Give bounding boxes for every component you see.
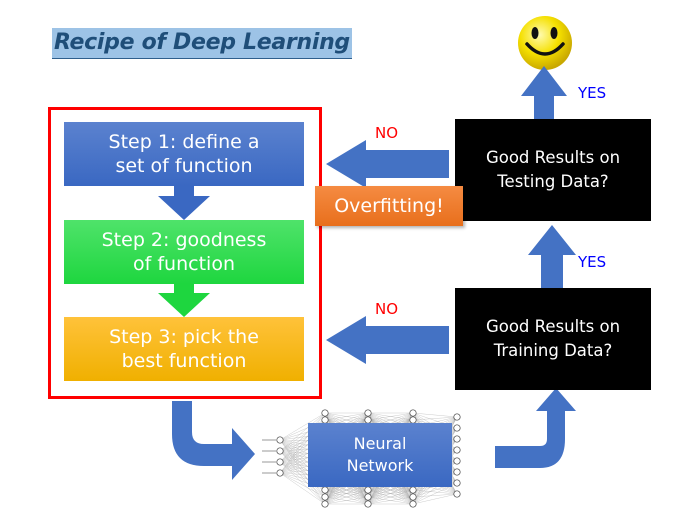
nn-node: [409, 500, 417, 508]
arrow-step1-to-step2: [158, 186, 210, 220]
no-label-testing: NO: [375, 124, 399, 142]
step-1-line1: Step 1: define a: [108, 131, 260, 153]
nn-node: [453, 457, 461, 465]
arrow-bent-to-network: [172, 401, 255, 480]
step-2-line1: Step 2: goodness: [101, 229, 267, 251]
nn-node: [364, 493, 372, 501]
nn-node: [276, 436, 284, 444]
nn-node: [409, 486, 417, 494]
nn-connection: [412, 416, 458, 421]
testing-data-decision: Good Results on Testing Data?: [455, 119, 651, 221]
nn-node: [321, 486, 329, 494]
nn-connection: [324, 489, 369, 505]
nn-connection: [412, 493, 458, 505]
step-2-box: Step 2: goodness of function: [64, 220, 304, 284]
step-3-line1: Step 3: pick the: [109, 326, 259, 348]
nn-node: [276, 447, 284, 455]
nn-node: [409, 493, 417, 501]
arrow-up-to-success: [521, 66, 567, 119]
nn-node: [453, 424, 461, 432]
nn-connection: [279, 450, 326, 498]
nn-connection: [279, 412, 326, 452]
nn-node: [321, 493, 329, 501]
training-line1: Good Results on: [485, 317, 621, 336]
neural-network-box: Neural Network: [308, 423, 452, 487]
neural-network-line2: Network: [346, 456, 414, 475]
steps-frame: [48, 107, 322, 399]
nn-node: [364, 486, 372, 494]
nn-node: [453, 413, 461, 421]
nn-connection: [279, 439, 326, 498]
training-data-decision: Good Results on Training Data?: [455, 288, 651, 390]
testing-line2: Testing Data?: [497, 172, 609, 191]
nn-node: [409, 409, 417, 417]
nn-connection: [279, 461, 326, 498]
step-1-box: Step 1: define a set of function: [64, 122, 304, 186]
nn-connection: [367, 412, 414, 421]
nn-node: [276, 469, 284, 477]
yes-label-testing: YES: [578, 84, 607, 102]
step-1-line2: set of function: [115, 155, 253, 177]
nn-connection: [412, 412, 458, 418]
nn-node: [321, 500, 329, 508]
nn-node: [453, 490, 461, 498]
page-title: Recipe of Deep Learning: [52, 28, 352, 59]
nn-connection: [279, 412, 326, 463]
overfitting-label: Overfitting!: [315, 186, 463, 226]
nn-connection: [279, 472, 326, 498]
nn-node: [276, 458, 284, 466]
step-2-line2: of function: [133, 253, 235, 275]
arrow-bent-to-training: [495, 388, 576, 468]
arrow-step2-to-step3: [158, 284, 210, 317]
nn-connection: [279, 412, 326, 441]
nn-connection: [279, 439, 326, 505]
nn-connection: [367, 489, 414, 505]
smiley-face-icon: [518, 16, 572, 70]
nn-node: [453, 446, 461, 454]
yes-label-training: YES: [578, 253, 607, 271]
nn-node: [321, 409, 329, 417]
arrow-left-from-testing: [326, 140, 449, 188]
nn-connection: [324, 412, 369, 421]
testing-line1: Good Results on: [485, 148, 621, 167]
nn-connection: [324, 496, 369, 505]
nn-node: [453, 435, 461, 443]
arrow-up-to-testing: [528, 225, 576, 288]
nn-node: [364, 500, 372, 508]
nn-connection: [367, 496, 414, 505]
no-label-training: NO: [375, 300, 399, 318]
nn-connection: [279, 461, 326, 505]
arrow-left-from-training: [326, 316, 449, 364]
nn-connection: [412, 489, 458, 495]
nn-connection: [279, 472, 326, 491]
nn-connection: [279, 472, 326, 505]
nn-node: [453, 468, 461, 476]
nn-connection: [412, 493, 458, 498]
nn-node: [364, 409, 372, 417]
neural-network-line1: Neural: [353, 434, 407, 453]
step-3-box: Step 3: pick the best function: [64, 317, 304, 381]
step-3-line2: best function: [121, 350, 247, 372]
nn-node: [453, 479, 461, 487]
training-line2: Training Data?: [493, 341, 613, 360]
nn-connection: [279, 450, 326, 505]
